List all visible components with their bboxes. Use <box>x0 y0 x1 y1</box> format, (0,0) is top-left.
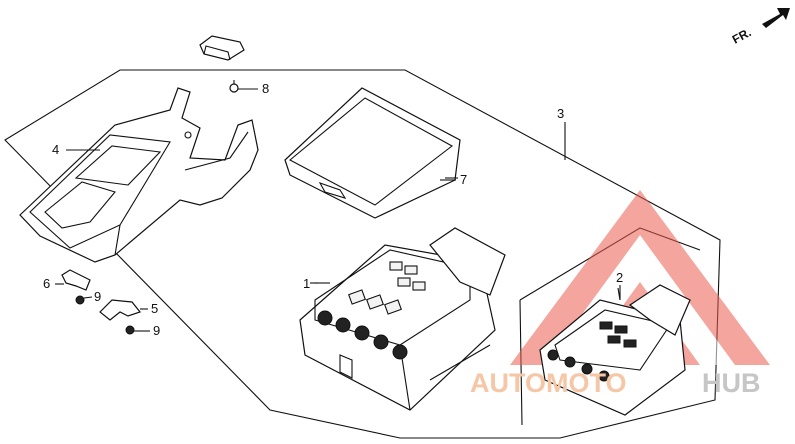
watermark-text-a: AUTOMOTO <box>470 368 627 398</box>
part-lid <box>284 87 461 219</box>
part-control-head <box>539 284 691 416</box>
front-direction-indicator: FR. <box>730 8 790 47</box>
part-climate-control-unit <box>299 227 506 411</box>
callout-3: 3 <box>557 106 564 121</box>
callout-6: 6 <box>43 276 50 291</box>
front-direction-label: FR. <box>730 25 754 46</box>
part-bracket-5 <box>99 299 148 321</box>
part-screw-9b <box>125 325 150 335</box>
callout-8: 8 <box>262 81 269 96</box>
part-clip-8 <box>229 80 258 93</box>
callout-7: 7 <box>460 172 467 187</box>
part-console-garnish <box>19 87 259 263</box>
callout-1: 1 <box>303 276 310 291</box>
watermark-text-b: HUB <box>702 368 761 398</box>
front-arrow-icon <box>762 8 790 28</box>
part-bracket-6 <box>55 269 91 291</box>
part-clip-cap <box>199 35 245 61</box>
part-screw-9a <box>75 295 93 305</box>
callout-4: 4 <box>52 142 59 157</box>
callout-5: 5 <box>151 301 158 316</box>
callout-2: 2 <box>616 270 623 285</box>
callout-9a: 9 <box>94 289 101 304</box>
callout-9b: 9 <box>153 323 160 338</box>
assembly-boundary <box>4 69 721 439</box>
